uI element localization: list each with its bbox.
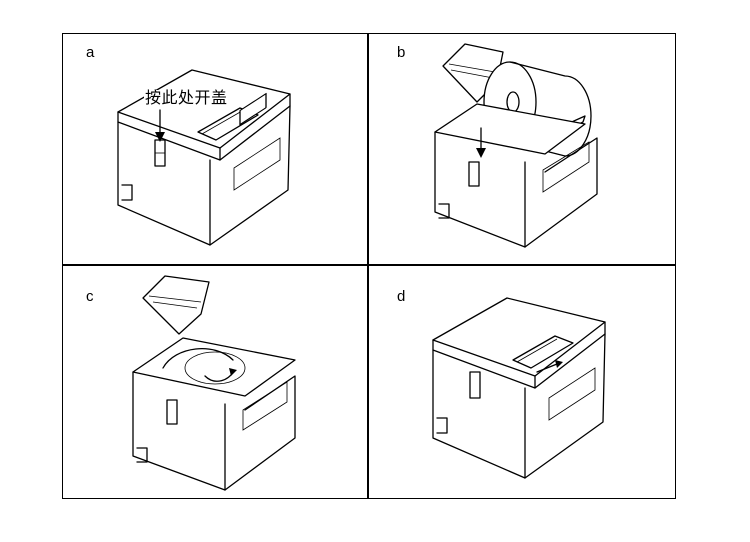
vertical-divider	[367, 33, 369, 499]
right-arrow-icon	[536, 360, 563, 373]
curved-arrow-icon	[204, 368, 237, 382]
printer-open-roll-insert-illustration	[434, 43, 598, 248]
panel-d-label: d	[397, 288, 406, 305]
panel-a-label: a	[86, 44, 95, 61]
printer-closed-illustration	[117, 69, 291, 246]
panel-b-label: b	[397, 44, 406, 61]
down-arrow-icon	[476, 127, 486, 158]
down-arrow-icon	[155, 109, 165, 142]
open-cover-callout: 按此处开盖	[144, 90, 229, 108]
printer-closed-paper-out-illustration	[432, 297, 606, 479]
printer-open-roll-loaded-illustration	[132, 275, 296, 491]
panel-c-label: c	[86, 288, 94, 305]
step-grid	[62, 33, 676, 499]
horizontal-divider	[62, 264, 676, 266]
